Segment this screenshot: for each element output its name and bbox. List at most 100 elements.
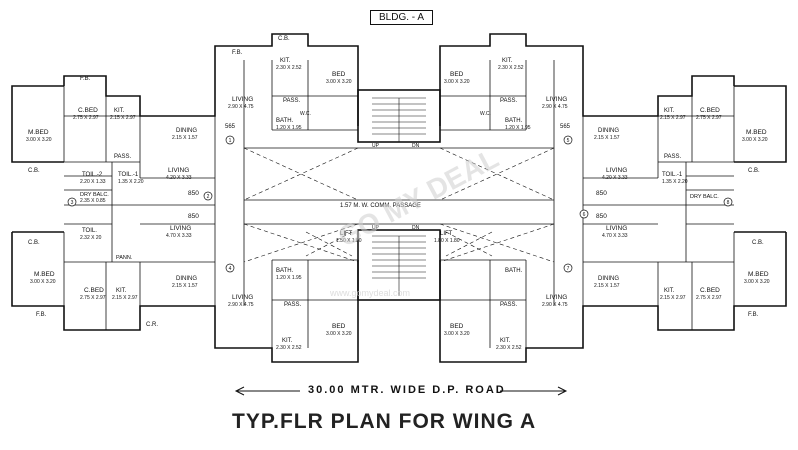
- kit-c-dim: 2.15 X 2.97: [112, 295, 138, 301]
- bed-rb-label: BED: [450, 71, 464, 78]
- pass-lb-label: PASS.: [284, 302, 302, 308]
- living-lb-label: LIVING: [232, 294, 253, 301]
- living-label: LIVING: [168, 167, 189, 174]
- lift-left-label: LIFT: [340, 231, 353, 237]
- living-r-dim: 4.20 X 3.33: [602, 175, 628, 181]
- cbed-dim: 2.75 X 2.97: [73, 115, 99, 121]
- dining-rc-dim: 2.15 X 1.57: [594, 283, 620, 289]
- circle-no-2: 2: [207, 194, 210, 200]
- circle-no-4: 4: [229, 266, 232, 272]
- bath-b-label: BATH.: [276, 118, 294, 124]
- bath-rbl-label: BATH.: [505, 268, 523, 274]
- kit-rc-label: KIT.: [664, 288, 675, 294]
- mbed-r-label: M.BED: [746, 129, 767, 136]
- kit-r-dim: 2.15 X 2.97: [660, 115, 686, 121]
- toil1-label: TOIL.-1: [118, 172, 139, 178]
- kit-r-label: KIT.: [664, 108, 675, 114]
- inner-walls: [63, 60, 735, 348]
- bed-rb-dim: 3.00 X 3.20: [444, 79, 470, 85]
- dry-r-label: DRY BALC.: [690, 194, 719, 200]
- dining-c-dim: 2.15 X 1.57: [172, 283, 198, 289]
- watermark-site: www.gomydeal.com: [330, 288, 411, 298]
- toil-c-label: TOIL.: [82, 228, 97, 234]
- kit-rbl-label: KIT.: [500, 338, 511, 344]
- bath-rb-label: BATH.: [505, 118, 523, 124]
- toil1-r-label: TOIL.-1: [662, 172, 683, 178]
- cb-left-label: C.B.: [28, 168, 40, 174]
- cbed-r-label: C.BED: [700, 107, 720, 114]
- flat-number-circles: [67, 135, 733, 273]
- circle-no-1: 1: [229, 138, 232, 144]
- kit-b-label: KIT.: [280, 58, 291, 64]
- wc-b-label: W.C.: [300, 111, 311, 117]
- lift-right-dim: 1.80 X 1.80: [434, 238, 460, 244]
- circle-no-8: 8: [727, 200, 730, 206]
- bed-lb-dim: 3.00 X 3.20: [326, 331, 352, 337]
- cb-b-label: C.B.: [278, 36, 290, 42]
- pass-b-label: PASS.: [283, 98, 301, 104]
- flat-no-850-a: 850: [188, 190, 199, 197]
- fb-c-label: F.B.: [36, 312, 47, 318]
- circle-no-6: 6: [583, 212, 586, 218]
- cb-r-label: C.B.: [748, 168, 760, 174]
- dining-label: DINING: [176, 128, 197, 134]
- kit-rbl-dim: 2.30 X 2.52: [496, 345, 522, 351]
- bath-lb-label: BATH.: [276, 268, 294, 274]
- living-c-label: LIVING: [170, 225, 191, 232]
- living-r-label: LIVING: [606, 167, 627, 174]
- kit-rc-dim: 2.15 X 2.97: [660, 295, 686, 301]
- living-rb-label: LIVING: [546, 96, 567, 103]
- pass-r-label: PASS.: [664, 154, 682, 160]
- cbed-c-dim: 2.75 X 2.97: [80, 295, 106, 301]
- kit-lb-label: KIT.: [282, 338, 293, 344]
- cb-c-label: C.B.: [28, 240, 40, 246]
- dining-r-dim: 2.15 X 1.57: [594, 135, 620, 141]
- stair-up-left: UP: [372, 143, 380, 149]
- circle-no-7: 7: [567, 266, 570, 272]
- room-labels: F.B. M.BED 3.00 X 3.20 C.BED 2.75 X 2.97…: [26, 36, 770, 351]
- kit-c-label: KIT.: [116, 288, 127, 294]
- dry-label: DRY BALC.: [80, 192, 109, 198]
- bath-b-dim: 1.20 X 1.95: [276, 125, 302, 131]
- cbed-label: C.BED: [78, 107, 98, 114]
- road-label: 30.00 MTR. WIDE D.P. ROAD: [308, 384, 506, 396]
- toil1-dim: 1.35 X 2.20: [118, 179, 144, 185]
- dining-dim: 2.15 X 1.57: [172, 135, 198, 141]
- pann-c-label: PANN.: [116, 255, 133, 261]
- flat-no-565-b: 565: [225, 124, 236, 130]
- kit-rb-dim: 2.30 X 2.52: [498, 65, 524, 71]
- kit-label: KIT.: [114, 108, 125, 114]
- corridor-label: 1.57 M. W. COMM. PASSAGE: [340, 203, 421, 209]
- bed-lb-label: BED: [332, 323, 346, 330]
- bed-rbl-dim: 3.00 X 3.20: [444, 331, 470, 337]
- mbed-c-label: M.BED: [34, 271, 55, 278]
- circle-no-5: 5: [567, 138, 570, 144]
- staircase: [372, 97, 426, 296]
- mbed-r-dim: 3.00 X 3.20: [742, 137, 768, 143]
- cbed-c-label: C.BED: [84, 287, 104, 294]
- kit-lb-dim: 2.30 X 2.52: [276, 345, 302, 351]
- dining-rc-label: DINING: [598, 276, 619, 282]
- pass-label: PASS.: [114, 154, 132, 160]
- flat-no-850-r: 850: [596, 190, 607, 197]
- building-tag: BLDG. - A: [370, 10, 434, 25]
- living-rbl-label: LIVING: [546, 294, 567, 301]
- pass-rb-label: PASS.: [500, 98, 518, 104]
- bed-b-label: BED: [332, 71, 346, 78]
- dining-r-label: DINING: [598, 128, 619, 134]
- kit-b-dim: 2.30 X 2.52: [276, 65, 302, 71]
- dining-c-label: DINING: [176, 276, 197, 282]
- flat-no-850-rc: 850: [596, 213, 607, 220]
- flat-no-850-c: 850: [188, 213, 199, 220]
- pass-rbl-label: PASS.: [500, 302, 518, 308]
- toil1-r-dim: 1.35 X 2.20: [662, 179, 688, 185]
- plan-title: TYP.FLR PLAN FOR WING A: [232, 410, 537, 433]
- stair-dn-right: DN: [412, 225, 420, 231]
- mbed-rc-label: M.BED: [748, 271, 769, 278]
- living-rc-label: LIVING: [606, 225, 627, 232]
- living-b-dim: 2.90 X 4.75: [228, 104, 254, 110]
- cbed-rc-label: C.BED: [700, 287, 720, 294]
- kit-rb-label: KIT.: [502, 58, 513, 64]
- mbed-rc-dim: 3.00 X 3.20: [744, 279, 770, 285]
- stair-dn-left: DN: [412, 143, 420, 149]
